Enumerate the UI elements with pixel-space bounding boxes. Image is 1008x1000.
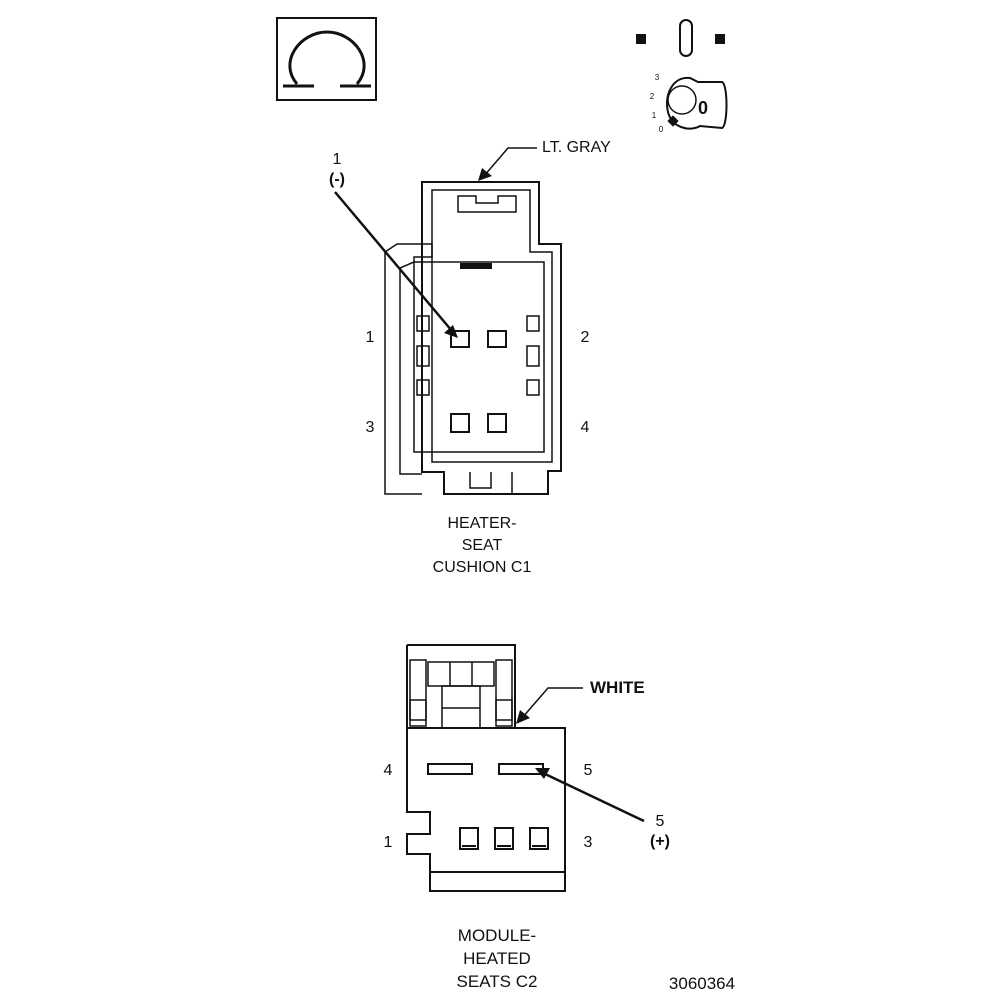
key-pos-1: 1 [652,111,657,120]
c2-wire-arrowhead [516,710,530,724]
key-slot-center [679,19,693,57]
c1-cavity-1 [450,330,470,348]
c2-cavity-4 [427,763,473,775]
c2-callout-line [542,771,645,823]
key-pos-0: 0 [659,125,664,134]
c1-callout-pin: 1 [333,151,342,168]
key-slot-left [636,34,646,44]
c1-rib-left-2 [416,345,430,367]
c1-pin-label-3: 3 [366,419,375,436]
c2-wire-color: WHITE [590,678,645,697]
c1-latch-tab [457,195,517,213]
c2-base [429,871,566,892]
c1-rib-right-1 [526,315,540,332]
c1-pin-label-2: 2 [581,329,590,346]
c2-title-line-2: HEATED [463,949,531,968]
ohm-arc [288,30,366,85]
c2-latch-button [441,685,481,729]
key-pos-3: 3 [655,73,660,82]
key-digit: 0 [698,98,708,118]
c1-rib-left-1 [416,315,430,332]
c2-cavity-2 [494,827,514,850]
c1-lock-arm-edge [384,243,398,253]
c2-callout-arrowhead [535,768,550,779]
c2-pin-label-5: 5 [584,762,593,779]
c1-lock-arm-inner [397,243,433,475]
c2-cavity-3 [529,827,549,850]
c2-pin-label-1: 1 [384,834,393,851]
c1-pin-label-1: 1 [366,329,375,346]
c2-callout-polarity: (+) [650,833,670,850]
c1-lock-arm-outer [384,252,422,495]
c2-pin-label-4: 4 [384,762,393,779]
c1-callout-line [334,191,453,332]
c1-callout-arrowhead [444,325,458,338]
key-body [666,76,728,130]
c2-housing [406,727,566,873]
c1-title-line-2: SEAT [462,537,503,554]
c1-housing-outer [421,181,562,495]
c1-bottom-tab-left [469,472,492,489]
c2-latch-right-rail [495,659,513,727]
c1-rib-right-2 [526,345,540,367]
c2-title-line-3: SEATS C2 [457,972,538,991]
c2-latch-left-foot [409,699,427,721]
c2-wire-leader [521,687,583,719]
c1-key-slot [460,263,492,269]
c2-callout-pin: 5 [656,813,665,830]
c1-cavity-3 [450,413,470,433]
figure-number: 3060364 [669,974,735,993]
c2-pin-label-3: 3 [584,834,593,851]
c2-latch-left-rail [409,659,427,727]
c1-pin-label-4: 4 [581,419,590,436]
c1-wire-arrowhead [478,168,492,181]
connector-c1: LT. GRAY 1 (-) [329,139,611,576]
key-slot-right [715,34,725,44]
connector-c2: WHITE 5 (+) 4 5 1 [384,644,670,991]
c1-rib-right-3 [526,379,540,396]
ohmmeter-symbol-icon [276,17,377,101]
c2-latch-right-foot [495,699,513,721]
c1-housing-inner [431,189,553,463]
ignition-key-icon: 0 3 2 1 0 [636,19,728,134]
c1-callout-polarity: (-) [329,171,345,188]
c1-wire-leader [483,147,537,177]
c1-rib-left-3 [416,379,430,396]
key-pos-2: 2 [650,92,655,101]
c2-latch-frame [407,644,516,728]
c1-title-line-1: HEATER- [447,515,516,532]
c2-latch-top-block [427,661,495,687]
c1-cavity-4 [487,413,507,433]
c2-cavity-1 [459,827,479,850]
c1-title-line-3: CUSHION C1 [433,559,532,576]
c2-title-line-1: MODULE- [458,926,536,945]
c1-wire-color: LT. GRAY [542,139,611,156]
c1-cavity-2 [487,330,507,348]
ohm-frame [276,17,377,101]
key-cylinder [667,85,697,115]
c1-face [413,261,545,453]
